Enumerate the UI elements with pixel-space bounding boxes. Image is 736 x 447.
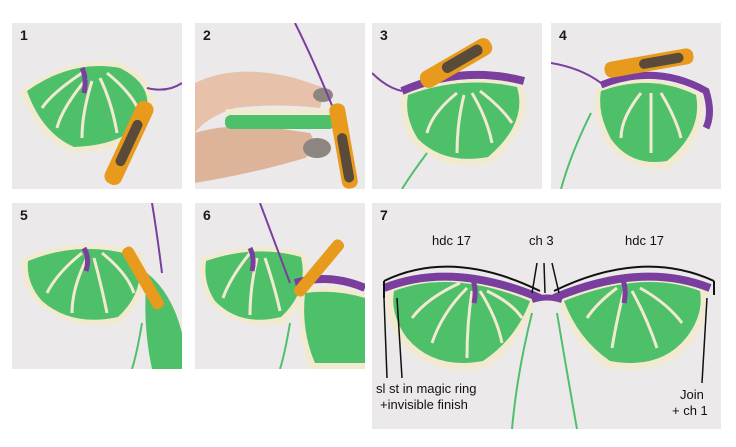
hdc-left-label: hdc 17	[432, 233, 472, 248]
leaf-photo-illustration	[20, 60, 182, 185]
ch3-label: ch 3	[529, 233, 554, 248]
sl-st-label-line2: +invisible finish	[380, 397, 468, 412]
two-leaves-joining-illustration	[199, 203, 365, 369]
step-4-number: 4	[559, 27, 567, 43]
step-1-photo: 1	[12, 23, 182, 189]
leaf-with-purple-edge-illustration	[372, 38, 526, 189]
hand-pinching-leaf-illustration	[195, 23, 358, 189]
step-7-number: 7	[380, 207, 388, 223]
hdc-right-label: hdc 17	[625, 233, 665, 248]
step-2-number: 2	[203, 27, 211, 43]
finished-wings-illustration	[382, 262, 715, 429]
step-3-photo: 3	[372, 23, 542, 189]
step-6-photo: 6	[195, 203, 365, 369]
join-label-line2: + ch 1	[672, 403, 708, 418]
step-7-photo: 7 hdc 1	[372, 203, 721, 429]
step-1-number: 1	[20, 27, 28, 43]
leaf-purple-outline-illustration	[551, 48, 713, 189]
step-5-photo: 5	[12, 203, 182, 369]
step-5-number: 5	[20, 207, 28, 223]
leaf-joining-illustration	[21, 203, 182, 369]
step-3-number: 3	[380, 27, 388, 43]
step-6-number: 6	[203, 207, 211, 223]
step-4-photo: 4	[551, 23, 721, 189]
sl-st-label-line1: sl st in magic ring	[376, 381, 477, 396]
join-label-line1: Join	[680, 387, 704, 402]
step-2-photo: 2	[195, 23, 365, 189]
